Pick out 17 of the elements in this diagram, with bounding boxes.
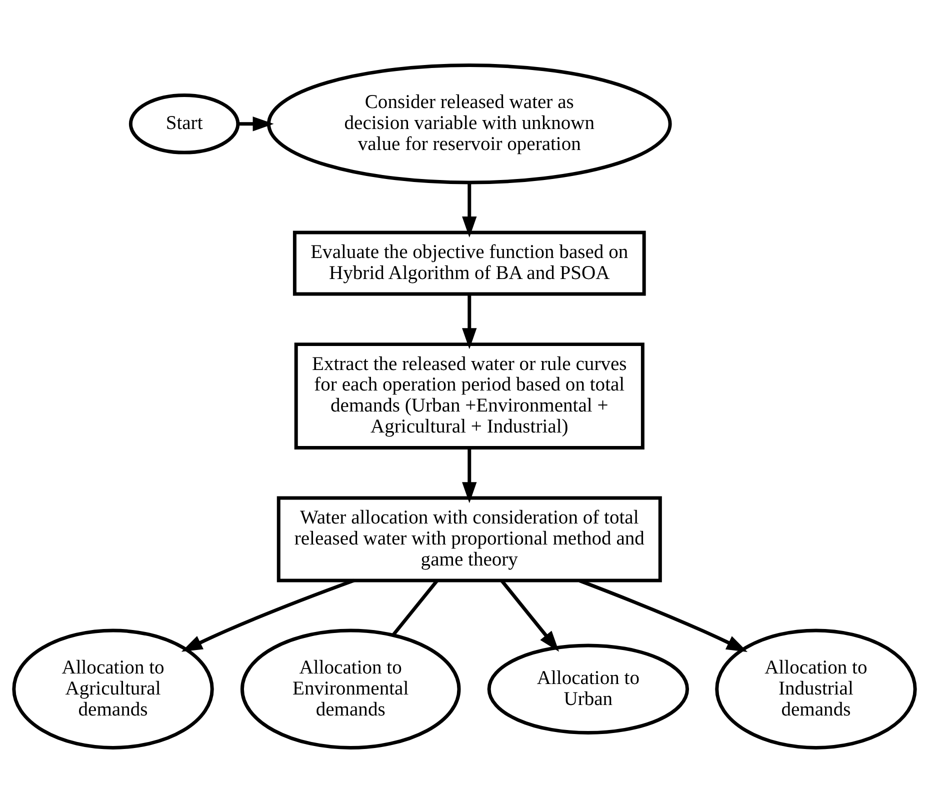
node-box: Extract the released water or rule curves for each operation period based on total demands (Urban +Environmental + Agricultural + Industrial) <box>294 342 644 449</box>
node-ellipse: Allocation to Industrial demands <box>715 628 917 749</box>
arrow <box>578 578 748 652</box>
arrow <box>462 294 477 349</box>
connector <box>392 579 438 636</box>
arrow <box>238 116 274 131</box>
arrow <box>462 182 477 237</box>
arrow <box>181 578 355 652</box>
arrow <box>462 448 477 503</box>
node-ellipse: Allocation to Environmental demands <box>240 628 461 749</box>
node-ellipse: Consider released water as decision variable with unknown value for reservoir operation <box>266 63 672 184</box>
node-box: Water allocation with consideration of total released water with proportional method and game theory <box>276 496 662 582</box>
node-box: Evaluate the objective function based on Hybrid Algorithm of BA and PSOA <box>292 230 646 296</box>
arrow <box>500 579 560 652</box>
node-ellipse: Allocation to Agricultural demands <box>12 628 214 749</box>
node-ellipse: Allocation to Urban <box>487 643 690 734</box>
node-ellipse: Start <box>128 92 240 154</box>
